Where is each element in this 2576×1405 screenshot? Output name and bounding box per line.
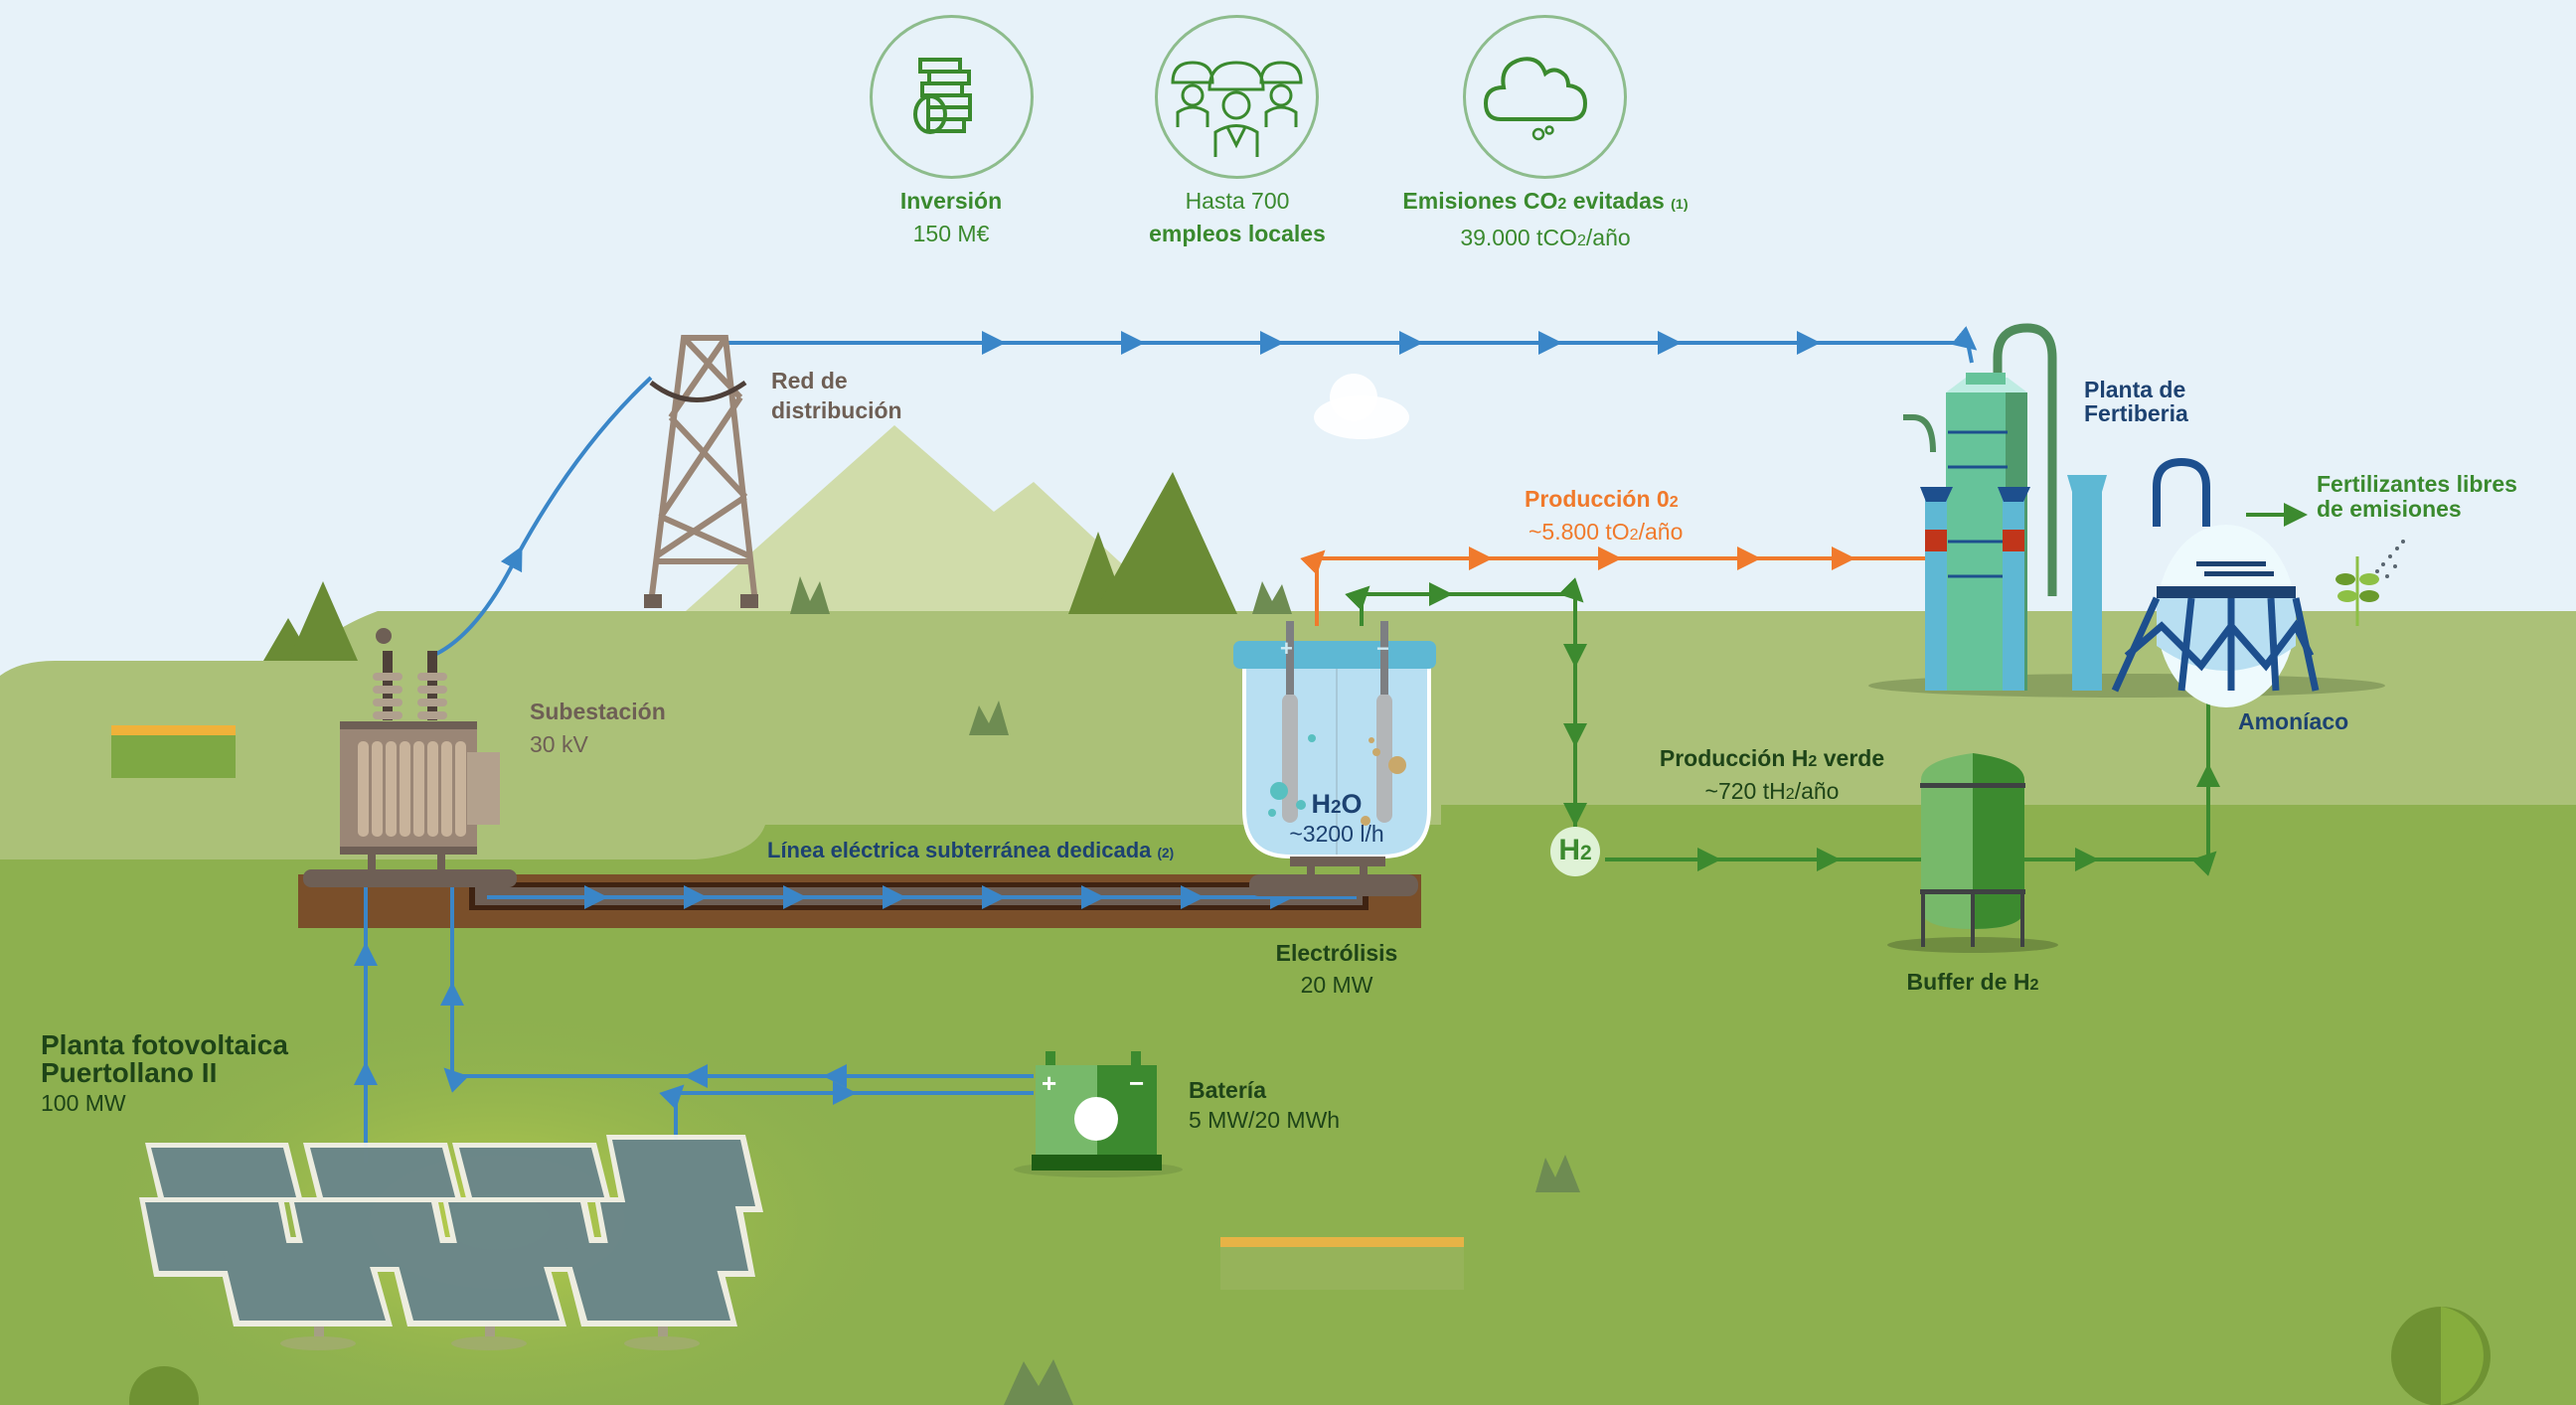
grid-label-line2: distribución xyxy=(771,397,902,423)
water-flow-rate: ~3200 l/h xyxy=(1289,821,1384,847)
stat-investment-value: 150 M€ xyxy=(912,221,990,246)
ammonia-label: Amoníaco xyxy=(2238,708,2349,734)
electrolysis-label: Electrólisis 20 MW xyxy=(1242,937,1431,1001)
flow-battery-to-substation xyxy=(440,879,1034,1093)
stat-jobs-icon-wrap xyxy=(1155,15,1319,179)
stat-emissions-title: Emisiones CO xyxy=(1402,188,1558,214)
hydrogen-production-label: Producción H2 verde ~720 tH2/año xyxy=(1638,743,1906,809)
substation-label: Subestación 30 kV xyxy=(530,696,666,761)
oxygen-name: Producción 0 xyxy=(1525,486,1670,512)
oxygen-flow xyxy=(1300,546,1928,626)
pv-plant-label: Planta fotovoltaica Puertollano II 100 M… xyxy=(41,1031,288,1119)
workers-icon xyxy=(1171,61,1303,157)
subscript: 2 xyxy=(1785,785,1795,803)
transmission-tower xyxy=(644,335,758,608)
subscript: 2 xyxy=(1629,526,1639,544)
pv-plant-line2: Puertollano II xyxy=(41,1057,218,1088)
electrolyzer-plus-terminal: + xyxy=(1280,636,1293,661)
fertiberia-line2: Fertiberia xyxy=(2084,400,2188,426)
water-label: H2O ~3200 l/h xyxy=(1272,789,1401,848)
subscript: 2 xyxy=(1330,797,1342,818)
underground-line-name: Línea eléctrica subterránea dedicada xyxy=(767,838,1158,862)
fertiberia-label: Planta de Fertiberia xyxy=(2084,378,2188,425)
fertiberia-line1: Planta de xyxy=(2084,377,2186,402)
subscript: 2 xyxy=(1669,493,1679,511)
electrolysis-name: Electrólisis xyxy=(1275,940,1398,966)
unit-suffix: /año xyxy=(1794,778,1840,804)
unit-suffix: /año xyxy=(1585,225,1631,250)
battery-name: Batería xyxy=(1189,1077,1266,1103)
subscript: 2 xyxy=(1808,752,1818,770)
electrolyzer xyxy=(1233,621,1436,896)
substation-name: Subestación xyxy=(530,699,666,724)
plant-sprout-icon xyxy=(2335,540,2405,626)
battery xyxy=(1014,1051,1183,1177)
pine-trees-center xyxy=(1068,472,1237,614)
cloud-decoration xyxy=(1314,374,1409,439)
stat-jobs-line2: empleos locales xyxy=(1149,221,1326,246)
fertilizers-line2: de emisiones xyxy=(2317,496,2462,522)
subscript: 2 xyxy=(1557,195,1567,213)
mountain-left xyxy=(686,425,1173,611)
footnote-marker: (2) xyxy=(1157,846,1175,860)
stat-emissions-text: Emisiones CO2 evitadas (1) 39.000 tCO2/a… xyxy=(1371,185,1719,257)
h2-node-text: H xyxy=(1558,834,1580,866)
subscript: 2 xyxy=(2029,976,2039,994)
grid-label-line1: Red de xyxy=(771,368,848,393)
subscript: 2 xyxy=(1579,842,1592,864)
stat-jobs-line1: Hasta 700 xyxy=(1185,188,1290,214)
stat-investment xyxy=(870,15,1034,179)
electrolyzer-minus-terminal: − xyxy=(1376,636,1389,661)
battery-minus-terminal: − xyxy=(1129,1068,1145,1098)
battery-label: Batería 5 MW/20 MWh xyxy=(1189,1075,1340,1135)
pv-plant-line1: Planta fotovoltaica xyxy=(41,1029,288,1060)
hydrogen-production-value: ~720 tH xyxy=(1704,778,1786,804)
buffer-label: Buffer de H2 xyxy=(1878,969,2067,997)
coins-icon xyxy=(913,58,972,134)
h2-node-circle xyxy=(1550,827,1600,876)
stat-jobs-text: Hasta 700 empleos locales xyxy=(1113,185,1362,250)
stat-emissions-icon-wrap xyxy=(1463,15,1627,179)
stat-investment-text: Inversión 150 M€ xyxy=(847,185,1055,250)
hydrogen-production-name-rest: verde xyxy=(1817,745,1885,771)
stat-investment-title: Inversión xyxy=(899,188,1003,214)
buffer-name: Buffer de H xyxy=(1906,969,2030,995)
cloud-icon xyxy=(1483,57,1588,141)
stat-emissions-title-rest: evitadas xyxy=(1566,188,1672,214)
stat-emissions-value: 39.000 tCO xyxy=(1460,225,1577,250)
electrolysis-power: 20 MW xyxy=(1300,972,1373,998)
h2-node-label: H2 xyxy=(1550,833,1600,868)
battery-capacity: 5 MW/20 MWh xyxy=(1189,1107,1341,1133)
hydrogen-production-name: Producción H xyxy=(1659,745,1809,771)
transformer xyxy=(303,628,517,887)
battery-plus-terminal: + xyxy=(1042,1068,1057,1098)
crop-rows xyxy=(111,725,1464,1290)
round-trees-bottom xyxy=(129,1307,2491,1405)
fertilizers-label: Fertilizantes libres de emisiones xyxy=(2317,472,2517,522)
substation-voltage: 30 kV xyxy=(530,731,588,757)
flow-pv-to-battery xyxy=(659,1081,1034,1143)
flow-grid-to-fertiberia xyxy=(724,326,1978,364)
flow-substation-to-tower xyxy=(431,376,653,658)
grass-tufts xyxy=(790,576,1580,1405)
pv-plant-capacity: 100 MW xyxy=(41,1090,126,1116)
subscript: 2 xyxy=(1576,232,1586,249)
oxygen-value: ~5.800 tO xyxy=(1529,519,1630,545)
oxygen-production-label: Producción 02 ~5.800 tO2/año xyxy=(1525,484,1683,549)
pine-trees-left xyxy=(263,581,358,661)
water-formula-rest: O xyxy=(1341,789,1363,819)
solar-panels xyxy=(139,1135,763,1350)
water-formula: H xyxy=(1311,789,1331,819)
unit-suffix: /año xyxy=(1638,519,1684,545)
buffer-tank xyxy=(1887,753,2058,953)
fertilizers-line1: Fertilizantes libres xyxy=(2317,471,2517,497)
underground-line-label: Línea eléctrica subterránea dedicada (2) xyxy=(767,838,1174,863)
grid-label: Red de distribución xyxy=(771,366,902,425)
fertiberia-plant xyxy=(1868,323,2385,707)
footnote-marker: (1) xyxy=(1671,197,1689,213)
electric-flows xyxy=(354,326,1978,1163)
